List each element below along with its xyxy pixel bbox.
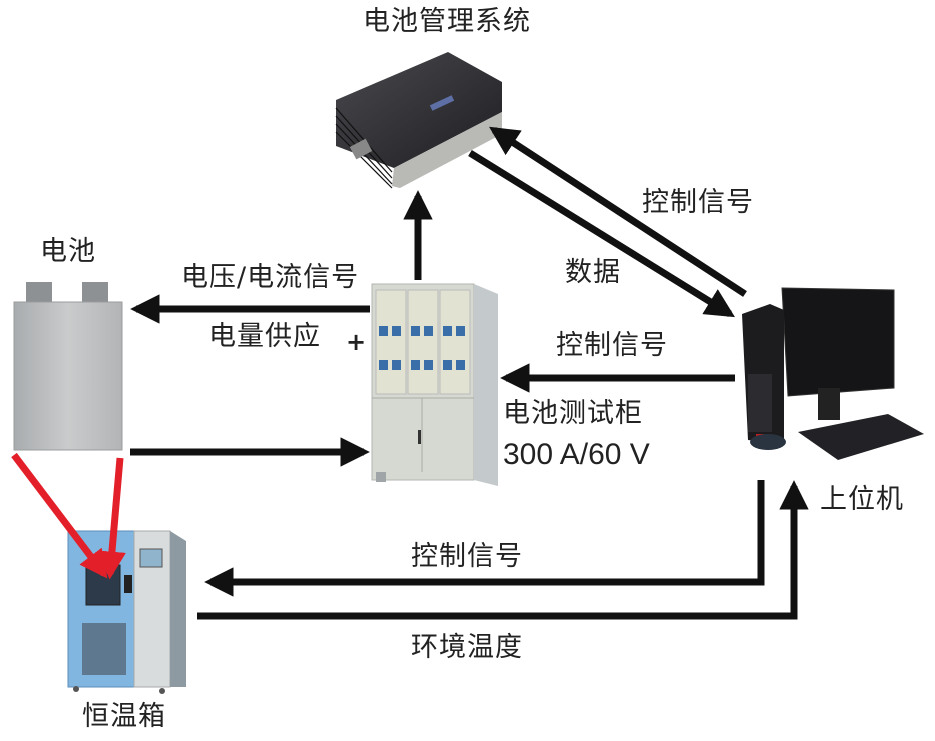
arrow-chamber-to-host [197, 480, 809, 620]
battery-cell-icon [13, 282, 123, 451]
bms-device-icon [335, 52, 502, 189]
bms-label: 电池管理系统 [363, 6, 531, 37]
battery-test-cabinet-icon [371, 283, 498, 486]
host-to-cabinet-control-label: 控制信号 [556, 330, 668, 361]
test-cabinet-spec: 300 A/60 V [503, 438, 650, 471]
thermal-chamber-label: 恒温箱 [82, 701, 166, 732]
voltage-current-signal-label: 电压/电流信号 [181, 262, 360, 293]
ambient-temperature-label: 环境温度 [411, 632, 523, 663]
battery-label: 电池 [40, 236, 96, 267]
host-computer-icon [742, 287, 924, 460]
host-computer-label: 上位机 [820, 484, 904, 515]
red-arrow-battery-left [11, 452, 108, 579]
arrow-host-to-chamber [204, 480, 765, 597]
plus-sign: + [346, 328, 368, 356]
arrow-host-to-bms [489, 126, 747, 297]
power-supply-label: 电量供应 [209, 321, 321, 352]
test-cabinet-label: 电池测试柜 [503, 398, 643, 429]
red-arrow-battery-right [97, 457, 126, 580]
host-to-chamber-control-label: 控制信号 [411, 541, 523, 572]
arrow-bms-to-host [468, 150, 735, 318]
bms-data-label: 数据 [565, 257, 621, 288]
host-to-bms-control-label: 控制信号 [642, 187, 754, 218]
